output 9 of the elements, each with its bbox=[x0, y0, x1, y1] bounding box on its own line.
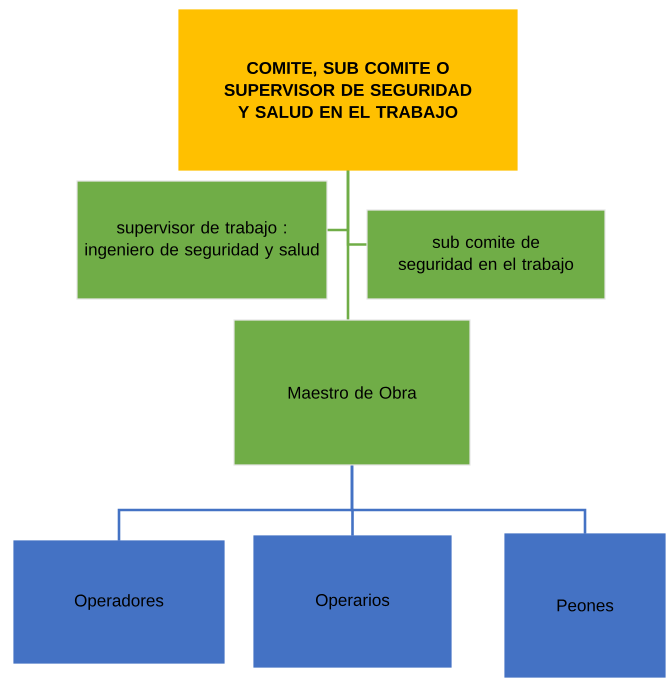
role-box: supervisor de trabajo : ingeniero de seguridad y salud bbox=[76, 180, 328, 300]
role-box: sub comite de seguridad en el trabajo bbox=[366, 209, 606, 300]
connector-line bbox=[346, 170, 350, 320]
role-box: Maestro de Obra bbox=[233, 319, 471, 466]
worker-box: Peones bbox=[504, 533, 666, 678]
worker-box: Operadores bbox=[13, 540, 225, 664]
worker-box: Operarios bbox=[253, 535, 452, 668]
connector-line bbox=[350, 466, 586, 534]
title-box: COMITE, SUB COMITE O SUPERVISOR DE SEGURIDAD Y SALUD EN EL TRABAJO bbox=[178, 9, 518, 171]
